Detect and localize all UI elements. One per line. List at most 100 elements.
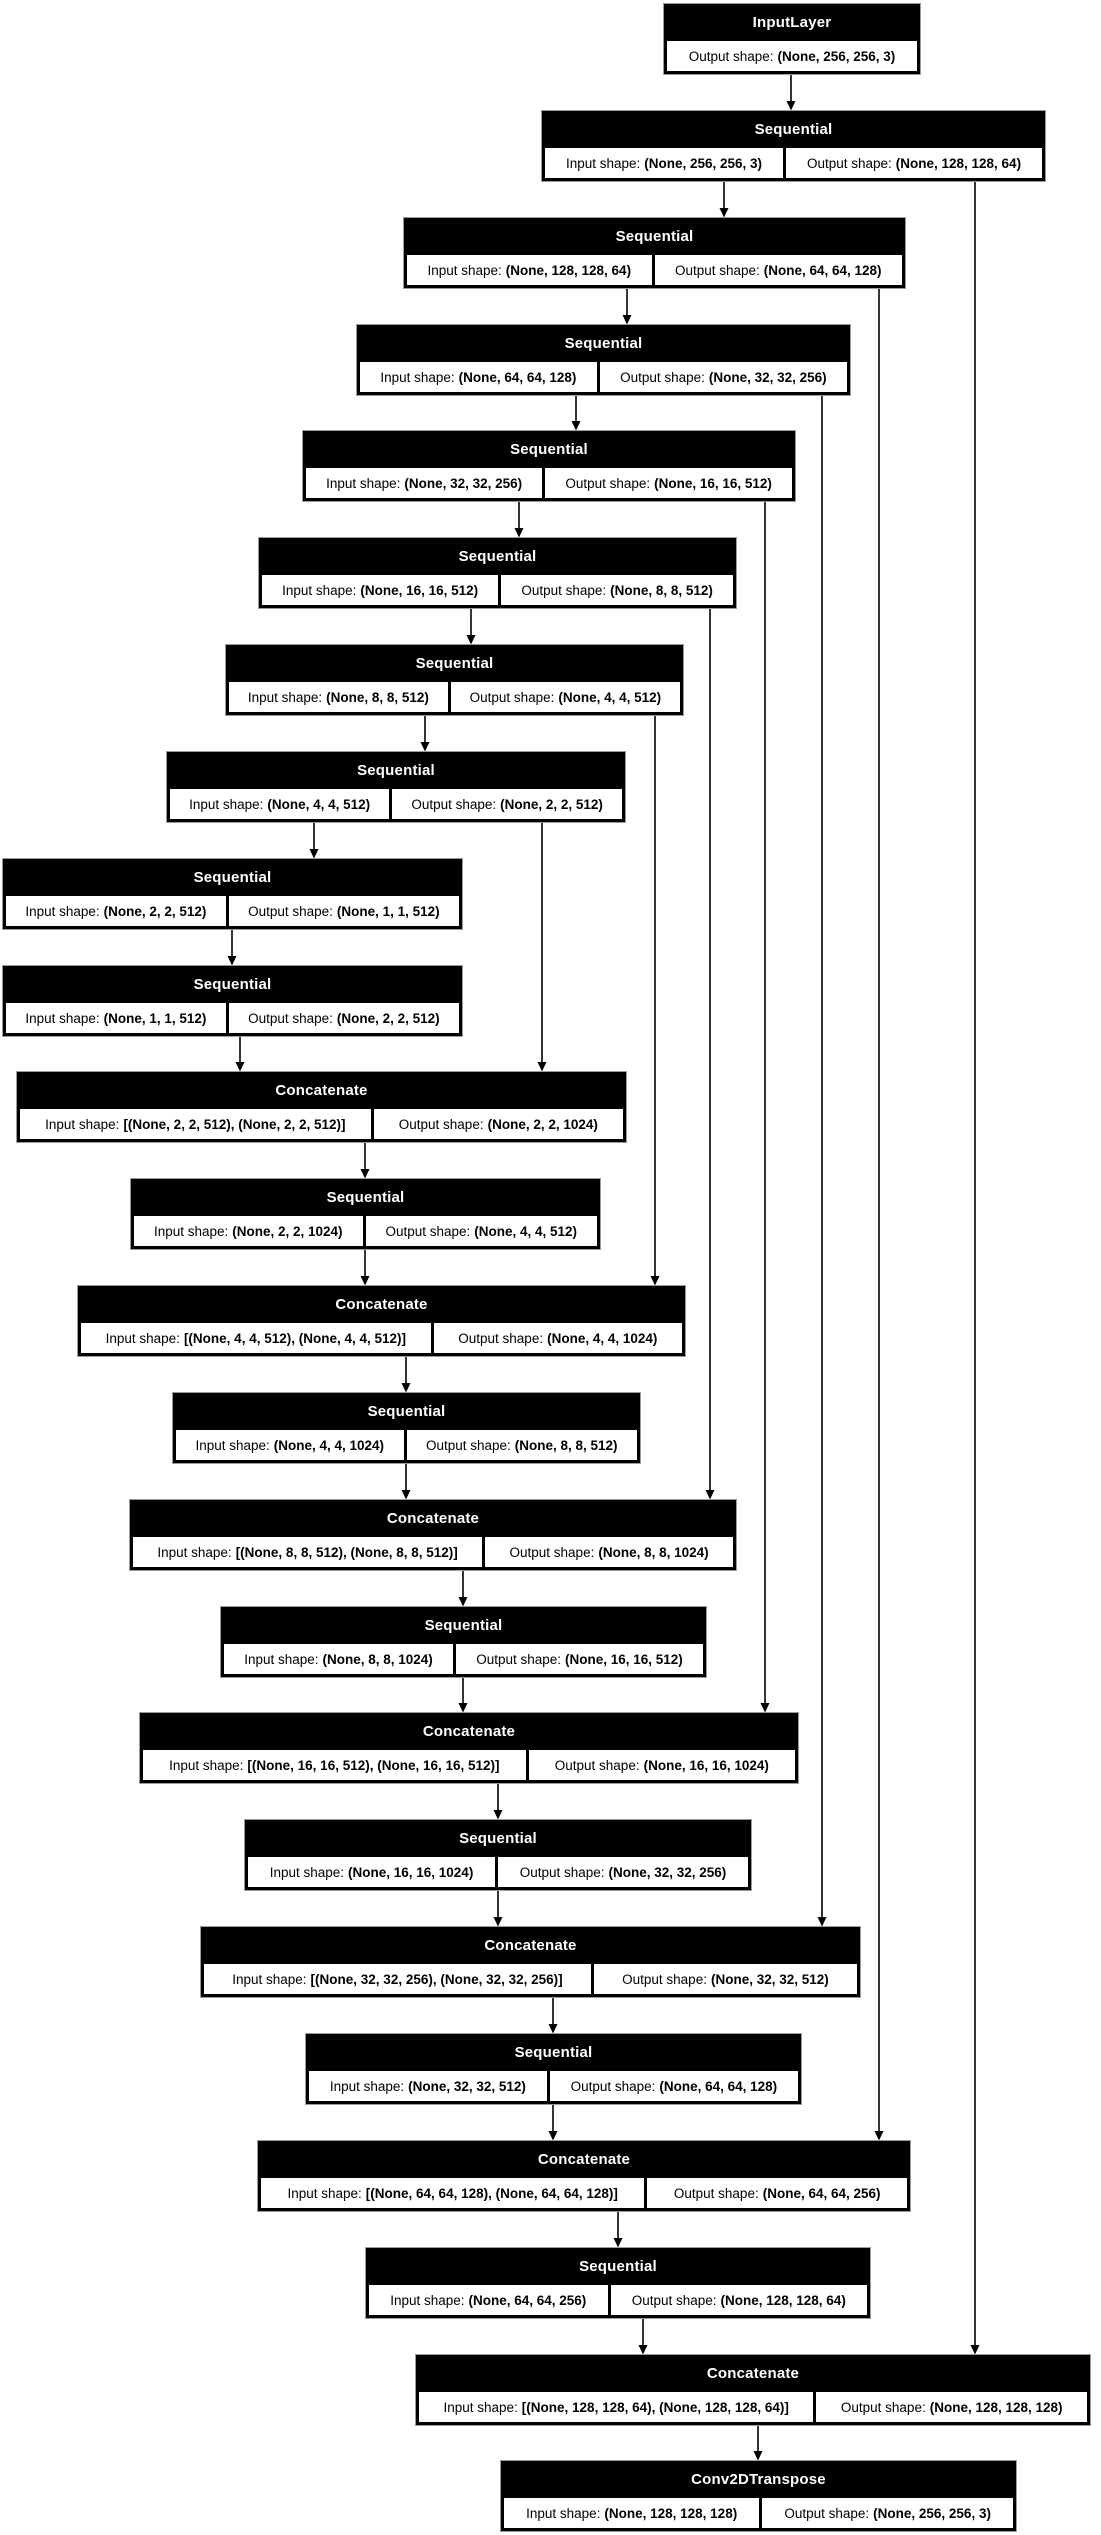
edge-arrowhead-icon <box>622 315 632 325</box>
input-shape-value: [(None, 64, 64, 128), (None, 64, 64, 128… <box>365 2185 618 2201</box>
input-shape-cell: Input shape:(None, 1, 1, 512) <box>6 1003 226 1033</box>
edge-arrowhead-icon <box>466 635 476 645</box>
layer-type-label: Sequential <box>459 1830 537 1847</box>
output-shape-prefix: Output shape: <box>673 2185 759 2201</box>
input-shape-prefix: Input shape: <box>380 369 455 385</box>
output-shape-value: (None, 128, 128, 64) <box>720 2292 846 2308</box>
shape-cells-row: Input shape:[(None, 2, 2, 512), (None, 2… <box>20 1109 623 1139</box>
input-shape-value: (None, 128, 128, 64) <box>505 262 632 278</box>
output-shape-value: (None, 1, 1, 512) <box>336 903 440 919</box>
layer-type-label: Conv2DTranspose <box>691 2471 826 2488</box>
shape-cells-row: Input shape:(None, 4, 4, 1024)Output sha… <box>176 1430 637 1460</box>
input-shape-value: (None, 4, 4, 512) <box>267 796 371 812</box>
input-shape-value: (None, 1, 1, 512) <box>103 1010 207 1026</box>
output-shape-cell: Output shape:(None, 4, 4, 1024) <box>433 1323 682 1353</box>
input-shape-value: [(None, 2, 2, 512), (None, 2, 2, 512)] <box>123 1116 346 1132</box>
shape-cells-row: Input shape:(None, 16, 16, 1024)Output s… <box>248 1857 748 1887</box>
shape-cells-row: Input shape:[(None, 8, 8, 512), (None, 8… <box>133 1537 733 1567</box>
layer-type-label: Sequential <box>357 762 435 779</box>
input-shape-prefix: Input shape: <box>244 1651 319 1667</box>
shape-cells-row: Input shape:(None, 1, 1, 512)Output shap… <box>6 1003 459 1033</box>
input-shape-prefix: Input shape: <box>195 1437 270 1453</box>
output-shape-value: (None, 8, 8, 1024) <box>598 1544 709 1560</box>
input-shape-cell: Input shape:(None, 64, 64, 128) <box>360 362 597 392</box>
output-shape-cell: Output shape:(None, 16, 16, 512) <box>545 468 792 498</box>
output-shape-prefix: Output shape: <box>458 1330 544 1346</box>
edge-arrowhead-icon <box>548 2024 558 2034</box>
output-shape-value: (None, 32, 32, 256) <box>708 369 827 385</box>
edge-arrowhead-icon <box>458 1703 468 1713</box>
edge-arrowhead-icon <box>874 2131 884 2141</box>
edge-arrowhead-icon <box>235 1062 245 1072</box>
input-shape-prefix: Input shape: <box>153 1223 229 1239</box>
input-shape-prefix: Input shape: <box>25 1010 100 1026</box>
output-shape-cell: Output shape:(None, 64, 64, 128) <box>549 2071 798 2101</box>
shape-cells-row: Input shape:[(None, 64, 64, 128), (None,… <box>261 2178 908 2208</box>
output-shape-value: (None, 2, 2, 512) <box>500 796 603 812</box>
input-shape-cell: Input shape:(None, 32, 32, 512) <box>309 2071 547 2101</box>
shape-cells-row: Input shape:(None, 64, 64, 128)Output sh… <box>360 362 847 392</box>
input-shape-cell: Input shape:(None, 64, 64, 256) <box>369 2285 608 2315</box>
output-shape-cell: Output shape:(None, 256, 256, 3) <box>667 41 917 71</box>
output-shape-value: (None, 4, 4, 1024) <box>547 1330 658 1346</box>
edge-arrowhead-icon <box>420 742 430 752</box>
edge-arrowhead-icon <box>638 2345 648 2355</box>
output-shape-cell: Output shape:(None, 32, 32, 256) <box>498 1857 748 1887</box>
input-shape-value: [(None, 128, 128, 64), (None, 128, 128, … <box>521 2399 789 2415</box>
input-shape-value: (None, 16, 16, 512) <box>360 582 479 598</box>
input-shape-prefix: Input shape: <box>105 1330 180 1346</box>
input-shape-cell: Input shape:[(None, 16, 16, 512), (None,… <box>143 1750 526 1780</box>
output-shape-cell: Output shape:(None, 2, 2, 1024) <box>373 1109 623 1139</box>
input-shape-cell: Input shape:[(None, 32, 32, 256), (None,… <box>204 1964 591 1994</box>
shape-cells-row: Input shape:(None, 128, 128, 64) Output s… <box>407 255 902 285</box>
output-shape-prefix: Output shape: <box>622 1971 707 1987</box>
input-shape-value: [(None, 8, 8, 512), (None, 8, 8, 512)] <box>235 1544 458 1560</box>
output-shape-value: (None, 16, 16, 512) <box>654 475 772 491</box>
input-shape-cell: Input shape:(None, 2, 2, 1024) <box>134 1216 363 1246</box>
input-shape-prefix: Input shape: <box>189 796 264 812</box>
input-shape-prefix: Input shape: <box>232 1971 307 1987</box>
shape-cells-row: Input shape:(None, 2, 2, 1024)Output sha… <box>134 1216 597 1246</box>
shape-cells-row: Input shape:(None, 8, 8, 1024)Output sha… <box>224 1644 704 1674</box>
layer-type-label: Sequential <box>193 976 272 993</box>
output-shape-value: (None, 128, 128, 64) <box>895 155 1022 171</box>
output-shape-value: (None, 64, 64, 128) <box>763 262 882 278</box>
input-shape-value: (None, 8, 8, 512) <box>326 689 429 705</box>
layer-type-label: Sequential <box>615 228 694 245</box>
edge-arrowhead-icon <box>493 1810 503 1820</box>
input-shape-prefix: Input shape: <box>526 2505 601 2521</box>
edge-arrowhead-icon <box>571 421 581 431</box>
layer-type-label: Sequential <box>424 1617 503 1634</box>
output-shape-cell: Output shape:(None, 2, 2, 512) <box>228 1003 459 1033</box>
output-shape-prefix: Output shape: <box>631 2292 717 2308</box>
input-shape-prefix: Input shape: <box>157 1544 232 1560</box>
output-shape-cell: Output shape:(None, 64, 64, 256) <box>647 2178 908 2208</box>
output-shape-value: (None, 64, 64, 128) <box>659 2078 778 2094</box>
layer-type-label: Sequential <box>415 655 494 672</box>
input-shape-prefix: Input shape: <box>427 262 502 278</box>
shape-cells-row: Output shape:(None, 256, 256, 3) <box>667 41 917 71</box>
input-shape-prefix: Input shape: <box>326 475 401 491</box>
edge-arrowhead-icon <box>493 1917 503 1927</box>
input-shape-prefix: Input shape: <box>169 1757 244 1773</box>
shape-cells-row: Input shape:(None, 8, 8, 512)Output shap… <box>229 682 680 712</box>
output-shape-cell: Output shape:(None, 8, 8, 1024) <box>485 1537 733 1567</box>
output-shape-cell: Output shape:(None, 128, 128, 64) <box>610 2285 867 2315</box>
layer-type-label: Sequential <box>326 1189 405 1206</box>
input-shape-value: [(None, 32, 32, 256), (None, 32, 32, 256… <box>310 1971 563 1987</box>
output-shape-cell: Output shape:(None, 64, 64, 128) <box>654 255 902 285</box>
input-shape-prefix: Input shape: <box>565 155 641 171</box>
layer-type-label: Sequential <box>564 335 643 352</box>
edge-arrowhead-icon <box>613 2238 623 2248</box>
